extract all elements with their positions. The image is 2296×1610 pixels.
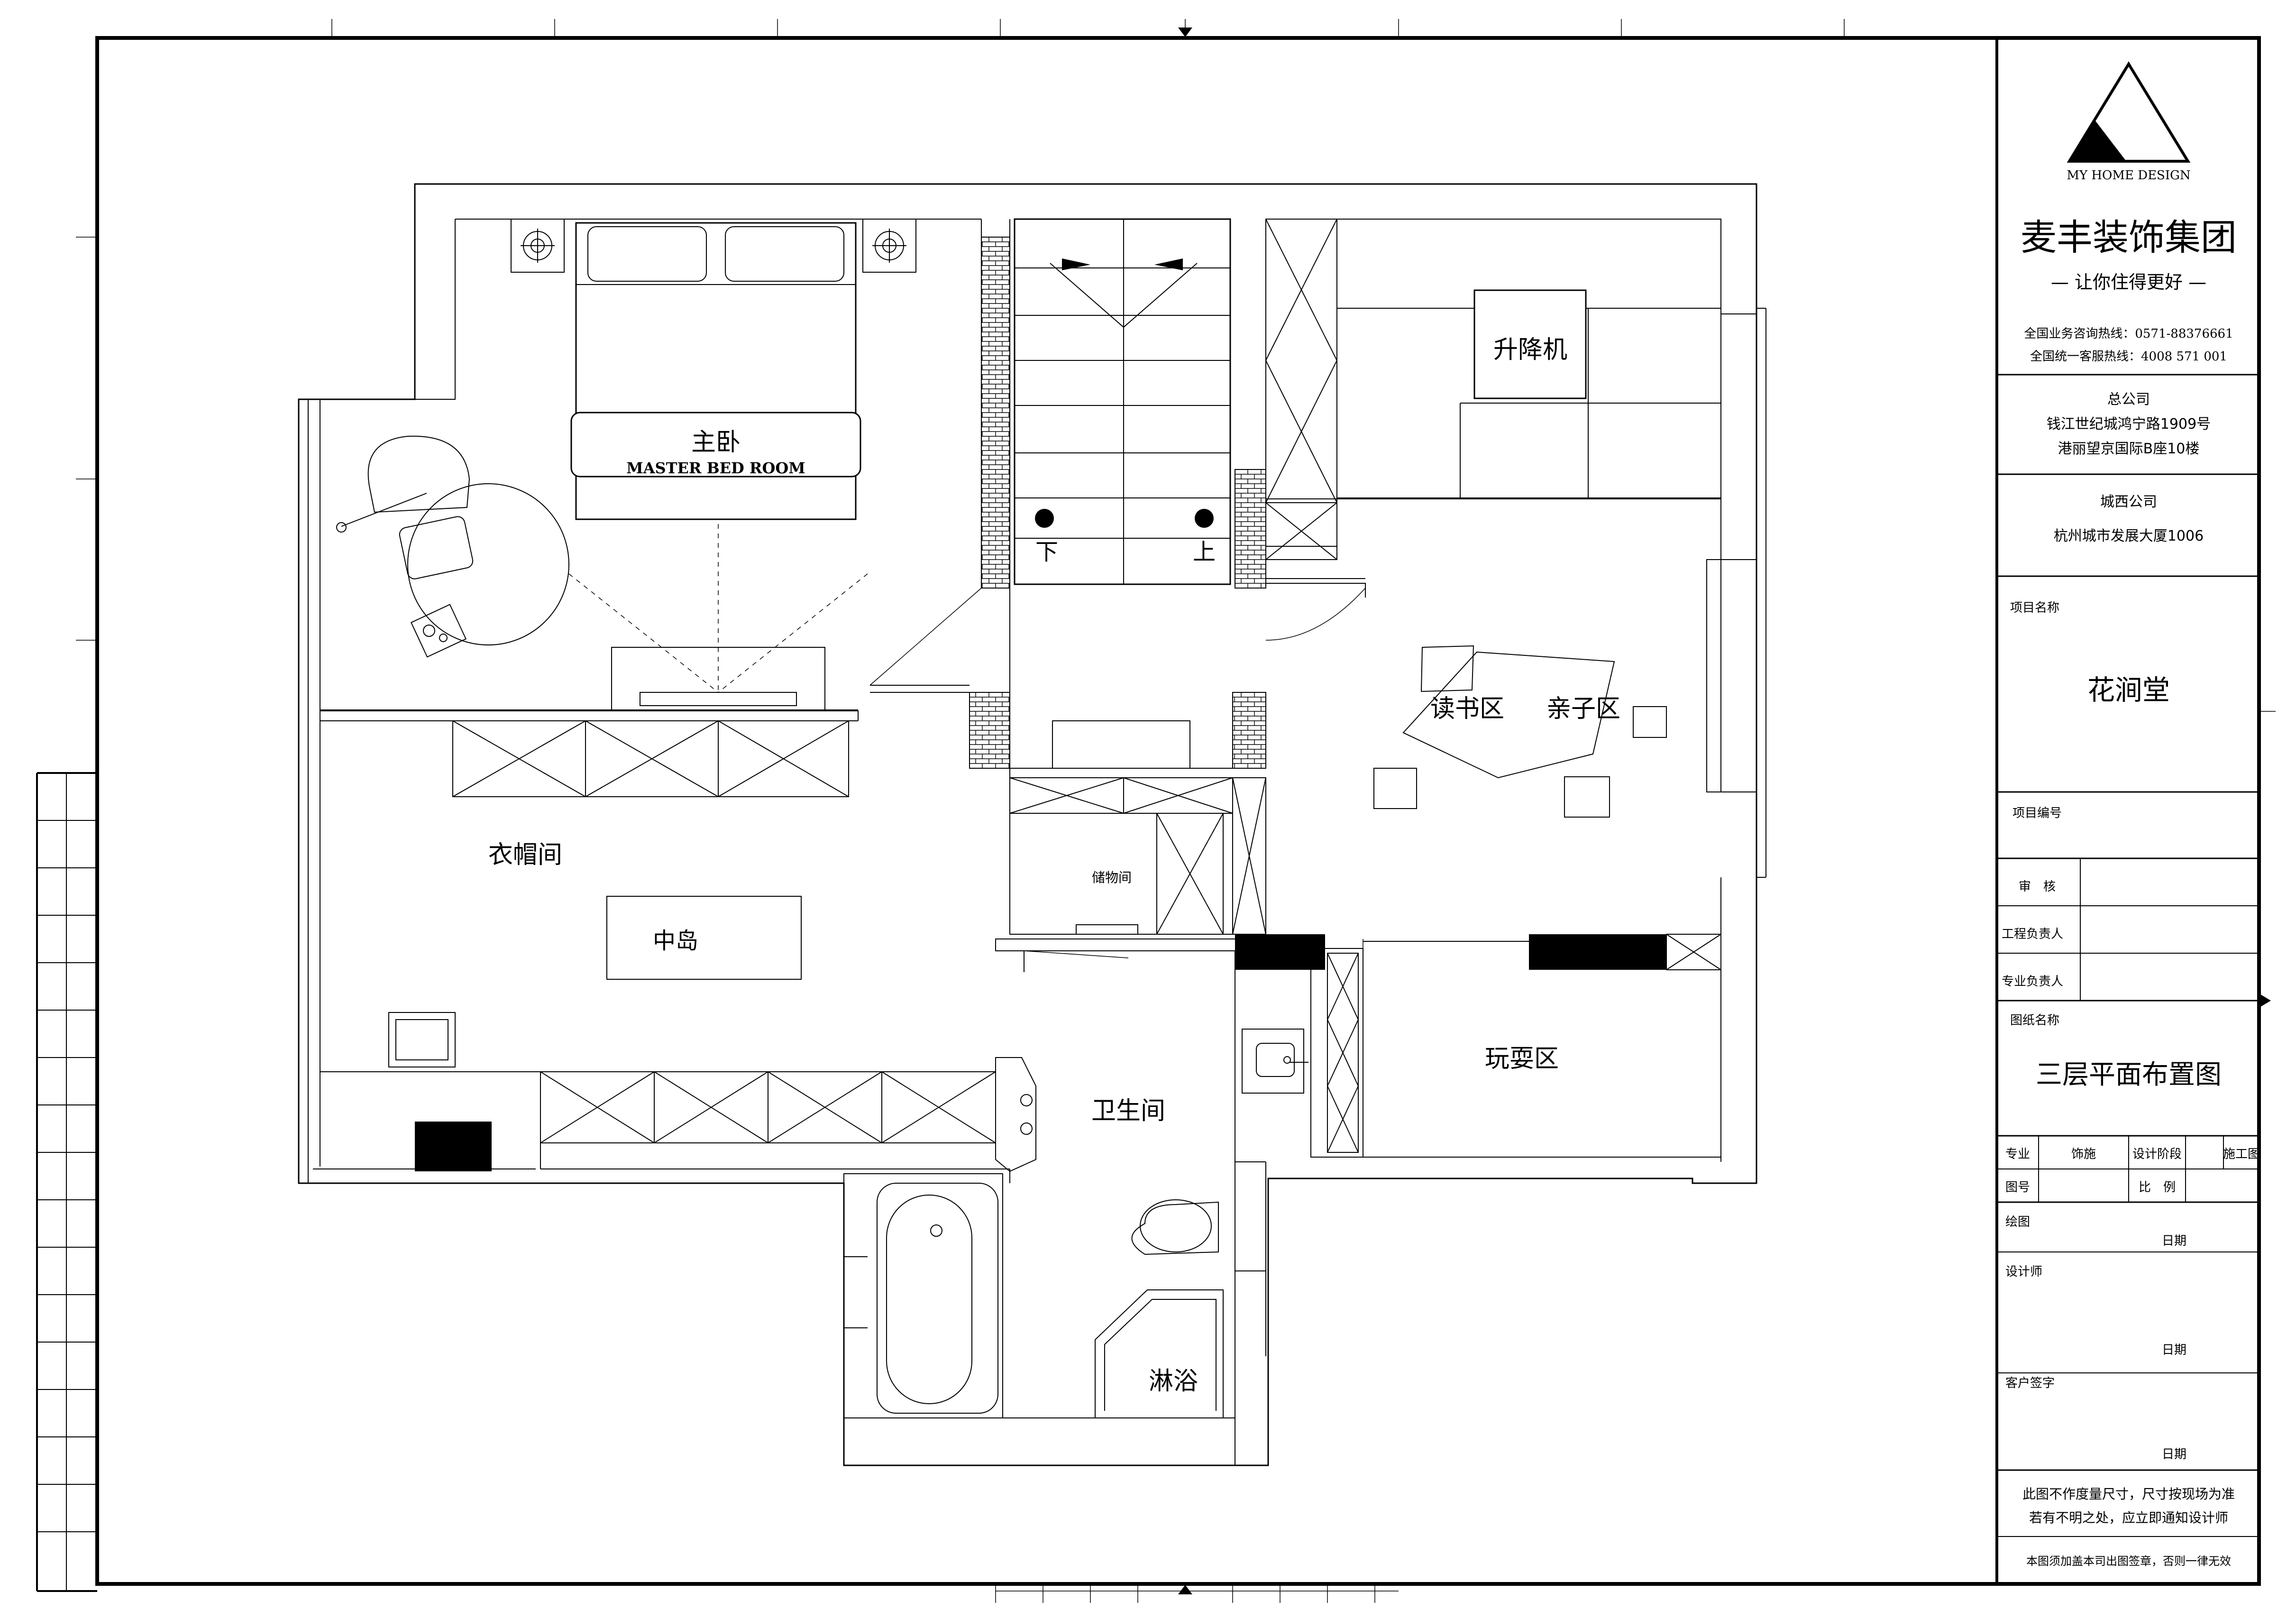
reading-area-label: 读书区	[1430, 695, 1504, 723]
note-line-1: 此图不作度量尺寸，尺寸按现场为准	[2022, 1486, 2235, 1502]
master-bedroom-label: 主卧	[691, 428, 741, 457]
stair-arrow-right	[1154, 258, 1183, 270]
stair-down-label: 下	[1035, 539, 1058, 565]
chair	[388, 1012, 456, 1067]
company-logo	[2067, 61, 2191, 163]
west-office-address: 杭州城市发展大厦1006	[2054, 528, 2204, 544]
play-area-label: 玩耍区	[1485, 1045, 1559, 1073]
storage-label: 储物间	[1092, 870, 1132, 885]
scale-label: 比 例	[2139, 1180, 2176, 1195]
hq-address-2: 港丽望京国际B座10楼	[2058, 441, 2200, 457]
company-slogan: — 让你住得更好 —	[2051, 272, 2206, 293]
drawing-name: 三层平面布置图	[2036, 1059, 2222, 1090]
drawn-date-label: 日期	[2162, 1234, 2186, 1248]
hq-address-1: 钱江世纪城鸿宁路1909号	[2047, 416, 2211, 432]
column-closet	[415, 1122, 492, 1171]
company-name: 麦丰装饰集团	[2021, 216, 2237, 258]
drawing-no-label: 图号	[2005, 1180, 2030, 1195]
hq-label: 总公司	[2107, 391, 2150, 408]
reading-area	[1373, 559, 1757, 818]
armchair-set	[336, 435, 569, 658]
note-line-2: 若有不明之处，应立即通知设计师	[2029, 1510, 2228, 1526]
design-stage-value: 施工图	[2223, 1147, 2260, 1161]
lift-label: 升降机	[1493, 336, 1567, 364]
designer-label: 设计师	[2005, 1265, 2042, 1279]
logo-text: MY HOME DESIGN	[2067, 168, 2190, 183]
storage-room	[1009, 777, 1266, 935]
nightstand-left	[511, 219, 565, 273]
discipline-label: 专业	[2005, 1147, 2030, 1161]
floor-plan	[298, 183, 1766, 1466]
designer-date-label: 日期	[2162, 1343, 2186, 1357]
shower-label: 淋浴	[1149, 1367, 1198, 1396]
closet-label: 衣帽间	[488, 841, 562, 869]
hotline-2: 全国统一客服热线：4008 571 001	[2030, 350, 2227, 364]
parent-child-area-label: 亲子区	[1546, 695, 1620, 723]
island-label: 中岛	[653, 928, 698, 954]
window-marks	[298, 308, 1766, 1183]
note-line-3: 本图须加盖本司出图签章，否则一律无效	[2026, 1555, 2231, 1568]
master-bedroom-en-label: MASTER BED ROOM	[626, 459, 805, 477]
west-office-label: 城西公司	[2100, 494, 2157, 510]
nightstand-right	[862, 219, 916, 273]
project-no-label: 项目编号	[2012, 806, 2062, 820]
design-stage-label: 设计阶段	[2132, 1147, 2182, 1161]
title-block: MY HOME DESIGN 麦丰装饰集团 — 让你住得更好 — 全国业务咨询热…	[1997, 61, 2260, 1568]
room-labels: 主卧 MASTER BED ROOM 衣帽间 中岛 储物间 卫生间 淋浴 升降机…	[488, 336, 1620, 1396]
professional-lead-label: 专业负责人	[2002, 975, 2063, 989]
drawn-by-label: 绘图	[2005, 1215, 2030, 1229]
drawing-frame	[36, 19, 2276, 1603]
review-label: 审 核	[2019, 880, 2056, 894]
project-name-label: 项目名称	[2010, 601, 2059, 615]
project-name: 花涧堂	[2087, 674, 2170, 706]
stair-down-dot	[1035, 509, 1054, 528]
bathroom-label: 卫生间	[1091, 1097, 1165, 1125]
bathroom	[843, 938, 1266, 1465]
tv-cabinet	[568, 524, 868, 711]
stair-up-dot	[1195, 509, 1214, 528]
lift-box	[1473, 289, 1587, 399]
vanity	[1235, 934, 1363, 1158]
engineering-lead-label: 工程负责人	[2002, 927, 2063, 941]
client-date-label: 日期	[2162, 1447, 2186, 1462]
stair-arrow-left	[1062, 258, 1090, 270]
play-area	[1363, 934, 1721, 1158]
staircase	[869, 218, 1266, 769]
client-signature-label: 客户签字	[2005, 1376, 2055, 1390]
drawing-name-label: 图纸名称	[2010, 1013, 2059, 1028]
hotline-1: 全国业务咨询热线：0571-88376661	[2024, 327, 2233, 341]
discipline-value: 饰施	[2071, 1147, 2096, 1161]
lift-area	[1265, 219, 1721, 641]
island	[606, 896, 802, 980]
closet-wardrobe-bottom	[540, 1071, 996, 1143]
stair-up-label: 上	[1193, 539, 1216, 565]
bed	[570, 222, 861, 520]
closet-wardrobe-top	[452, 720, 849, 797]
